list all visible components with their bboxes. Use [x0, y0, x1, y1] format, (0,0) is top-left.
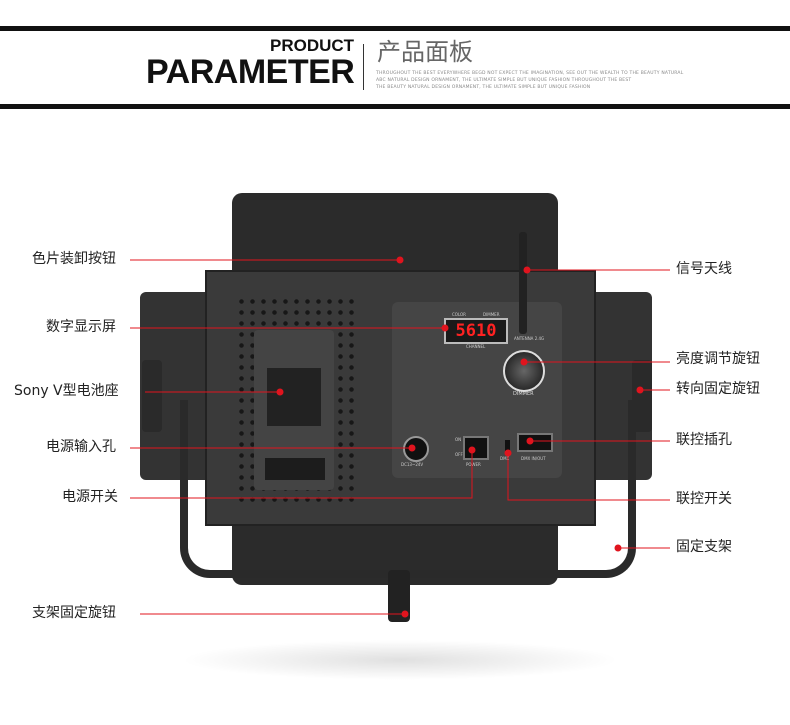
fine-text: THE BEAUTY NATURAL DESIGN ORNAMENT, THE …	[376, 85, 591, 90]
label-stand-knob: 支架固定旋钮	[32, 605, 116, 621]
antenna-label: ANTENNA 2.4G	[514, 336, 545, 341]
bottom-divider	[0, 104, 790, 109]
title-parameter: PARAMETER	[146, 53, 355, 91]
top-divider	[0, 26, 790, 31]
label-power-switch: 电源开关	[62, 489, 118, 505]
stand-knob[interactable]	[388, 570, 410, 622]
dimmer-label: DIMMER	[513, 391, 534, 397]
dc-label: DC13~24V	[401, 462, 424, 467]
label-filter-release-button: 色片装卸按钮	[32, 251, 116, 267]
display-label: DIMMER	[483, 312, 500, 317]
fine-text: ABC NATURAL DESIGN ORNAMENT, THE ULTIMAT…	[376, 78, 632, 83]
dimmer-knob[interactable]	[503, 350, 545, 392]
label-dimmer-knob: 亮度调节旋钮	[676, 351, 760, 367]
label-dmx-port: 联控插孔	[676, 432, 732, 448]
antenna	[519, 232, 527, 334]
label-antenna: 信号天线	[676, 261, 732, 277]
label-dmx-switch: 联控开关	[676, 491, 732, 507]
dmx-switch-label: DMX	[500, 456, 510, 461]
label-power-input: 电源输入孔	[46, 439, 116, 455]
title-cn: 产品面板	[377, 38, 473, 66]
right-knob[interactable]	[632, 360, 652, 432]
fine-text: THROUGHOUT THE BEST EVERYWHERE BEGD NOT …	[376, 71, 684, 76]
label-digital-display: 数字显示屏	[46, 319, 116, 335]
dmx-port-label: DMX IN/OUT	[521, 456, 546, 461]
title-product: PRODUCT	[270, 36, 355, 55]
label-bracket: 固定支架	[676, 539, 732, 555]
power-label: POWER	[466, 462, 481, 467]
dmx-switch[interactable]	[505, 440, 510, 452]
display-label: CHANNEL	[466, 344, 486, 349]
v-mount-icon	[267, 368, 321, 426]
label-tilt-knob: 转向固定旋钮	[676, 381, 760, 397]
power-switch[interactable]	[463, 436, 489, 460]
label-sony-v-battery: Sony V型电池座	[14, 383, 119, 399]
display-label: COLOR	[452, 312, 466, 317]
shadow	[180, 640, 620, 680]
dmx-port	[517, 433, 553, 452]
dc-input-socket	[403, 436, 429, 462]
battery-latch	[265, 458, 325, 480]
on-label: ON	[455, 437, 462, 442]
title-separator	[363, 44, 364, 90]
left-knob[interactable]	[142, 360, 162, 432]
off-label: OFF	[455, 452, 463, 457]
